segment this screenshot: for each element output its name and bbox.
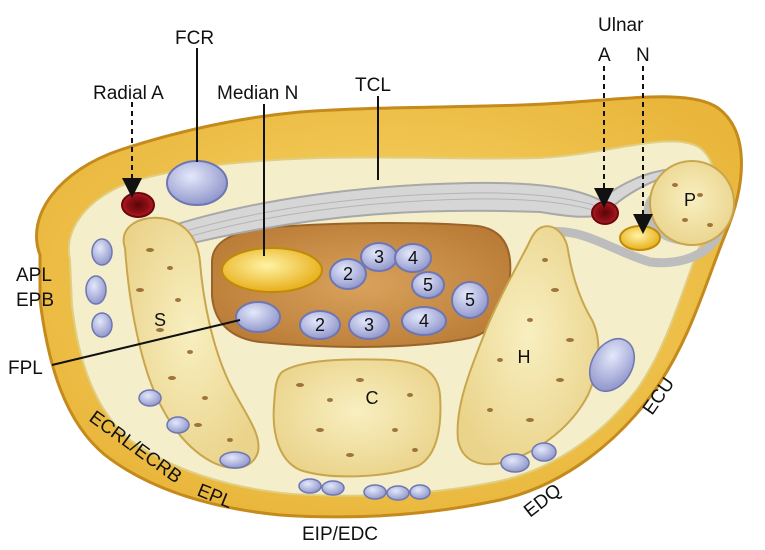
ulnar-label: Ulnar: [598, 15, 644, 36]
ulnar-nerve: [620, 226, 660, 250]
apl-label: APL: [16, 265, 52, 286]
fcr-label: FCR: [175, 28, 214, 49]
radial-a-label: Radial A: [93, 83, 164, 104]
apl-tendon: [86, 276, 106, 304]
edc-tendon: [364, 485, 386, 499]
fdp-5-label: 5: [465, 290, 475, 310]
radial-artery: [122, 193, 154, 217]
fdp-2-label: 2: [315, 315, 325, 335]
ulnar-n-label: N: [636, 45, 650, 66]
fpl-tendon: [236, 302, 280, 332]
capitate-label: C: [366, 388, 379, 408]
ulnar-artery: [592, 202, 618, 224]
tcl-label: TCL: [355, 75, 391, 96]
capitate-bone: [274, 359, 441, 476]
fds-3-label: 3: [374, 247, 384, 267]
pisiform-label: P: [684, 190, 696, 210]
fds-5-label: 5: [423, 275, 433, 295]
edc-tendon: [410, 485, 430, 499]
hamate-label: H: [518, 347, 531, 367]
eip-edc-label: EIP/EDC: [302, 524, 378, 545]
fpl-label: FPL: [8, 358, 43, 379]
edc-tendon: [322, 481, 344, 495]
fds-4-label: 4: [408, 248, 418, 268]
apl-tendon: [92, 239, 112, 265]
median-nerve: [222, 248, 322, 292]
median-n-label: Median N: [217, 83, 298, 104]
edc-tendon: [387, 486, 409, 500]
ecrb-tendon: [167, 417, 189, 433]
epb-label: EPB: [16, 290, 54, 311]
eip-tendon: [299, 479, 321, 493]
epb-tendon: [92, 313, 112, 337]
fds-2-label: 2: [343, 264, 353, 284]
fdp-4-label: 4: [419, 311, 429, 331]
epl-tendon: [220, 452, 250, 468]
edq-tendon: [532, 443, 556, 461]
edq-tendon: [501, 454, 529, 472]
fcr-tendon: [167, 161, 227, 205]
ecrl-tendon: [139, 390, 161, 406]
scaphoid-label: S: [154, 310, 166, 330]
fdp-3-label: 3: [364, 315, 374, 335]
ulnar-a-label: A: [598, 45, 611, 66]
